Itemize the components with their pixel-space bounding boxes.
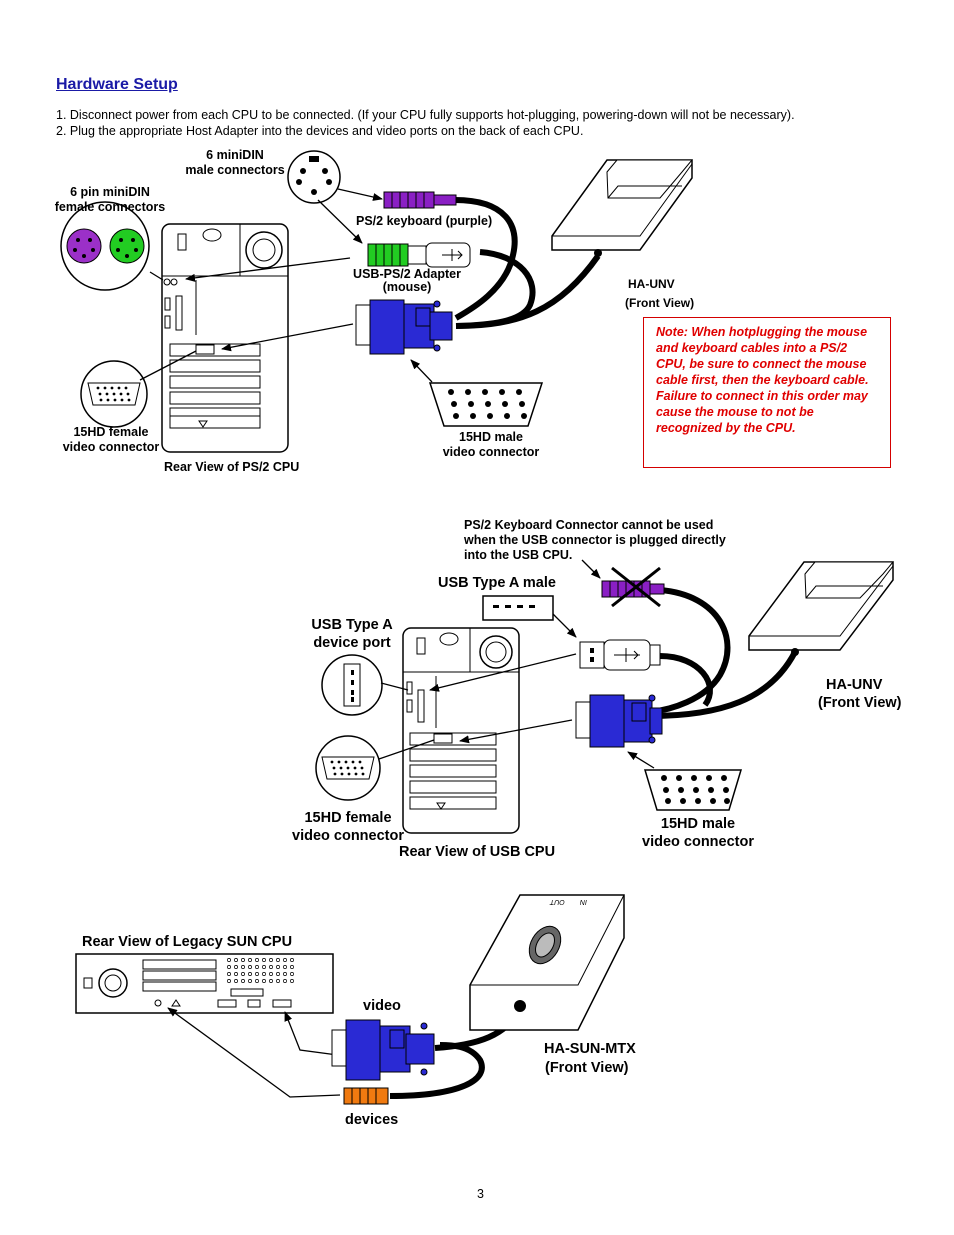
label-rear-view-ps2: Rear View of PS/2 CPU <box>164 460 300 474</box>
main-cable-2 <box>649 650 798 719</box>
usb-cpu-rear-panel <box>402 627 520 834</box>
label-out: OUT <box>550 898 565 905</box>
label-6minidin-male: 6 miniDIN male connectors <box>185 148 285 177</box>
label-front-view-2: (Front View) <box>818 695 902 711</box>
15hd-male-connector-1 <box>428 382 544 427</box>
label-15hd-female-1: 15HD female video connector <box>62 425 160 454</box>
ps2-cpu-rear-panel <box>161 223 289 453</box>
ps2-keyboard-plug <box>383 191 457 209</box>
label-usb-ps2-adapter: USB-PS/2 Adapter (mouse) <box>353 267 461 294</box>
usb-port-callout-line <box>380 682 409 691</box>
usb-plug-2 <box>579 639 661 671</box>
label-rear-view-usb: Rear View of USB CPU <box>399 844 556 860</box>
female-callout-line <box>149 271 164 281</box>
label-ps2-keyboard: PS/2 keyboard (purple) <box>356 214 493 228</box>
arrow-to-sun-video <box>284 1011 346 1057</box>
vga-plug-diagram3 <box>331 1019 435 1081</box>
vga-plug-diagram2 <box>575 694 663 748</box>
arrow-to-adapter <box>317 199 363 244</box>
label-usb-type-a-port: USB Type A device port <box>311 617 393 651</box>
vga-plug-diagram1 <box>355 299 453 355</box>
sun-devices-cable <box>389 1042 485 1099</box>
usb-ps2-adapter <box>367 242 471 268</box>
ps2-cable <box>454 197 518 321</box>
arrow-to-vga-plug-2 <box>627 751 655 769</box>
label-devices: devices <box>345 1112 399 1128</box>
usb-device-port-callout <box>321 654 383 716</box>
6minidin-male-callout <box>287 150 341 204</box>
usb-type-a-male-shape <box>482 595 554 621</box>
step-1: 1. Disconnect power from each CPU to be … <box>56 108 795 122</box>
label-ps2-warning: PS/2 Keyboard Connector cannot be used w… <box>464 518 726 562</box>
label-ha-unv-2: HA-UNV <box>826 677 883 693</box>
label-front-view-1: (Front View) <box>625 296 695 310</box>
15hd-female-callout-1 <box>80 360 148 428</box>
label-usb-type-a-male: USB Type A male <box>438 575 556 591</box>
6pin-female-connectors-callout <box>60 201 150 291</box>
label-ha-sun-mtx: HA-SUN-MTX <box>544 1041 636 1057</box>
usb-cable-2 <box>659 653 713 707</box>
arrow-to-video-port <box>221 323 354 352</box>
arrow-to-ps2-port <box>185 257 351 282</box>
arrow-to-usb-port <box>429 653 577 692</box>
arrow-to-sun-devices <box>167 1007 341 1098</box>
ha-unv-box-2 <box>748 561 895 656</box>
label-in: IN <box>580 898 587 905</box>
label-15hd-male-1: 15HD male video connector <box>442 430 540 459</box>
15hd-female-callout-2 <box>315 735 381 801</box>
female-video-callout-line-2 <box>378 739 435 760</box>
female-video-callout-line <box>139 350 197 381</box>
arrow-to-video-port-2 <box>459 719 573 744</box>
label-front-view-3: (Front View) <box>545 1060 629 1076</box>
sun-cpu-rear-panel <box>75 953 334 1014</box>
label-15hd-male-2: 15HD male video connector <box>642 816 754 850</box>
arrow-to-usb-plug <box>552 613 577 638</box>
arrow-to-ps2-2 <box>581 559 601 579</box>
ps2-cable-2 <box>649 587 731 715</box>
label-ha-unv-1: HA-UNV <box>628 277 675 291</box>
label-rear-view-sun: Rear View of Legacy SUN CPU <box>82 934 293 950</box>
page-heading: Hardware Setup <box>56 76 178 93</box>
label-6pin-female: 6 pin miniDIN female connectors <box>54 185 166 214</box>
label-video: video <box>363 998 401 1014</box>
step-2: 2. Plug the appropriate Host Adapter int… <box>56 124 584 138</box>
hotplug-note: Note: When hotplugging the mouse and key… <box>643 317 891 468</box>
setup-steps: 1. Disconnect power from each CPU to be … <box>56 107 795 139</box>
arrow-to-ps2 <box>337 188 383 201</box>
sun-devices-plug <box>343 1087 389 1105</box>
page-number: 3 <box>477 1187 484 1201</box>
ha-sun-mtx-box <box>469 894 625 1031</box>
15hd-male-connector-2 <box>643 769 743 811</box>
label-15hd-female-2: 15HD female video connector <box>292 810 404 844</box>
ps2-plug-disabled <box>601 566 665 608</box>
main-cable <box>455 254 601 329</box>
ha-unv-box-1 <box>551 159 694 257</box>
arrow-to-vga-plug <box>410 359 433 383</box>
